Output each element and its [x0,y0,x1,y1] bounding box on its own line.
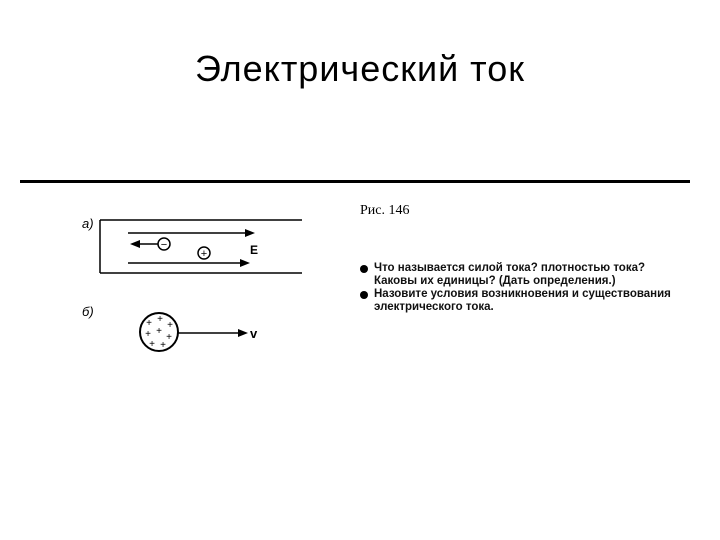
sphere-charge-3: + [167,320,173,331]
sphere-charge-5: + [156,326,162,337]
horizontal-rule [20,180,690,183]
slide-title: Электрический ток [194,48,526,89]
ion-sign: + [201,248,207,260]
question-text: Назовите условия возникновения и существ… [374,288,671,313]
question-item: Что называется силой тока? плотностью то… [360,262,690,288]
sphere-charge-2: + [157,314,163,325]
ion-circle [197,246,211,260]
charged-sphere [139,312,179,352]
questions-list: Что называется силой тока? плотностью то… [360,262,690,314]
sphere-charge-6: + [166,332,172,343]
velocity-label-v: v [250,326,258,341]
bullet-icon [360,265,368,273]
question-text: Что называется силой тока? плотностью то… [374,262,646,287]
figure-caption: Рис. 146 [360,203,410,218]
field-arrow-bottom-head [240,259,250,267]
conductor-figure: а) − + E б) + + + + + + + + v [82,216,302,352]
sphere-charge-7: + [149,339,155,350]
velocity-arrow-head [238,329,248,337]
sphere-charge-8: + [160,340,166,351]
bullet-icon [360,291,368,299]
sphere-charge-4: + [145,329,151,340]
field-arrow-top-head [245,229,255,237]
figure-label-b: б) [82,304,94,319]
figure-label-a: а) [82,216,94,231]
electron-circle [157,237,171,251]
question-item: Назовите условия возникновения и существ… [360,288,690,314]
field-label-e: E [250,243,258,257]
electron-sign: − [161,239,167,251]
electron-arrow-head [130,240,140,248]
sphere-charge-1: + [146,318,152,329]
